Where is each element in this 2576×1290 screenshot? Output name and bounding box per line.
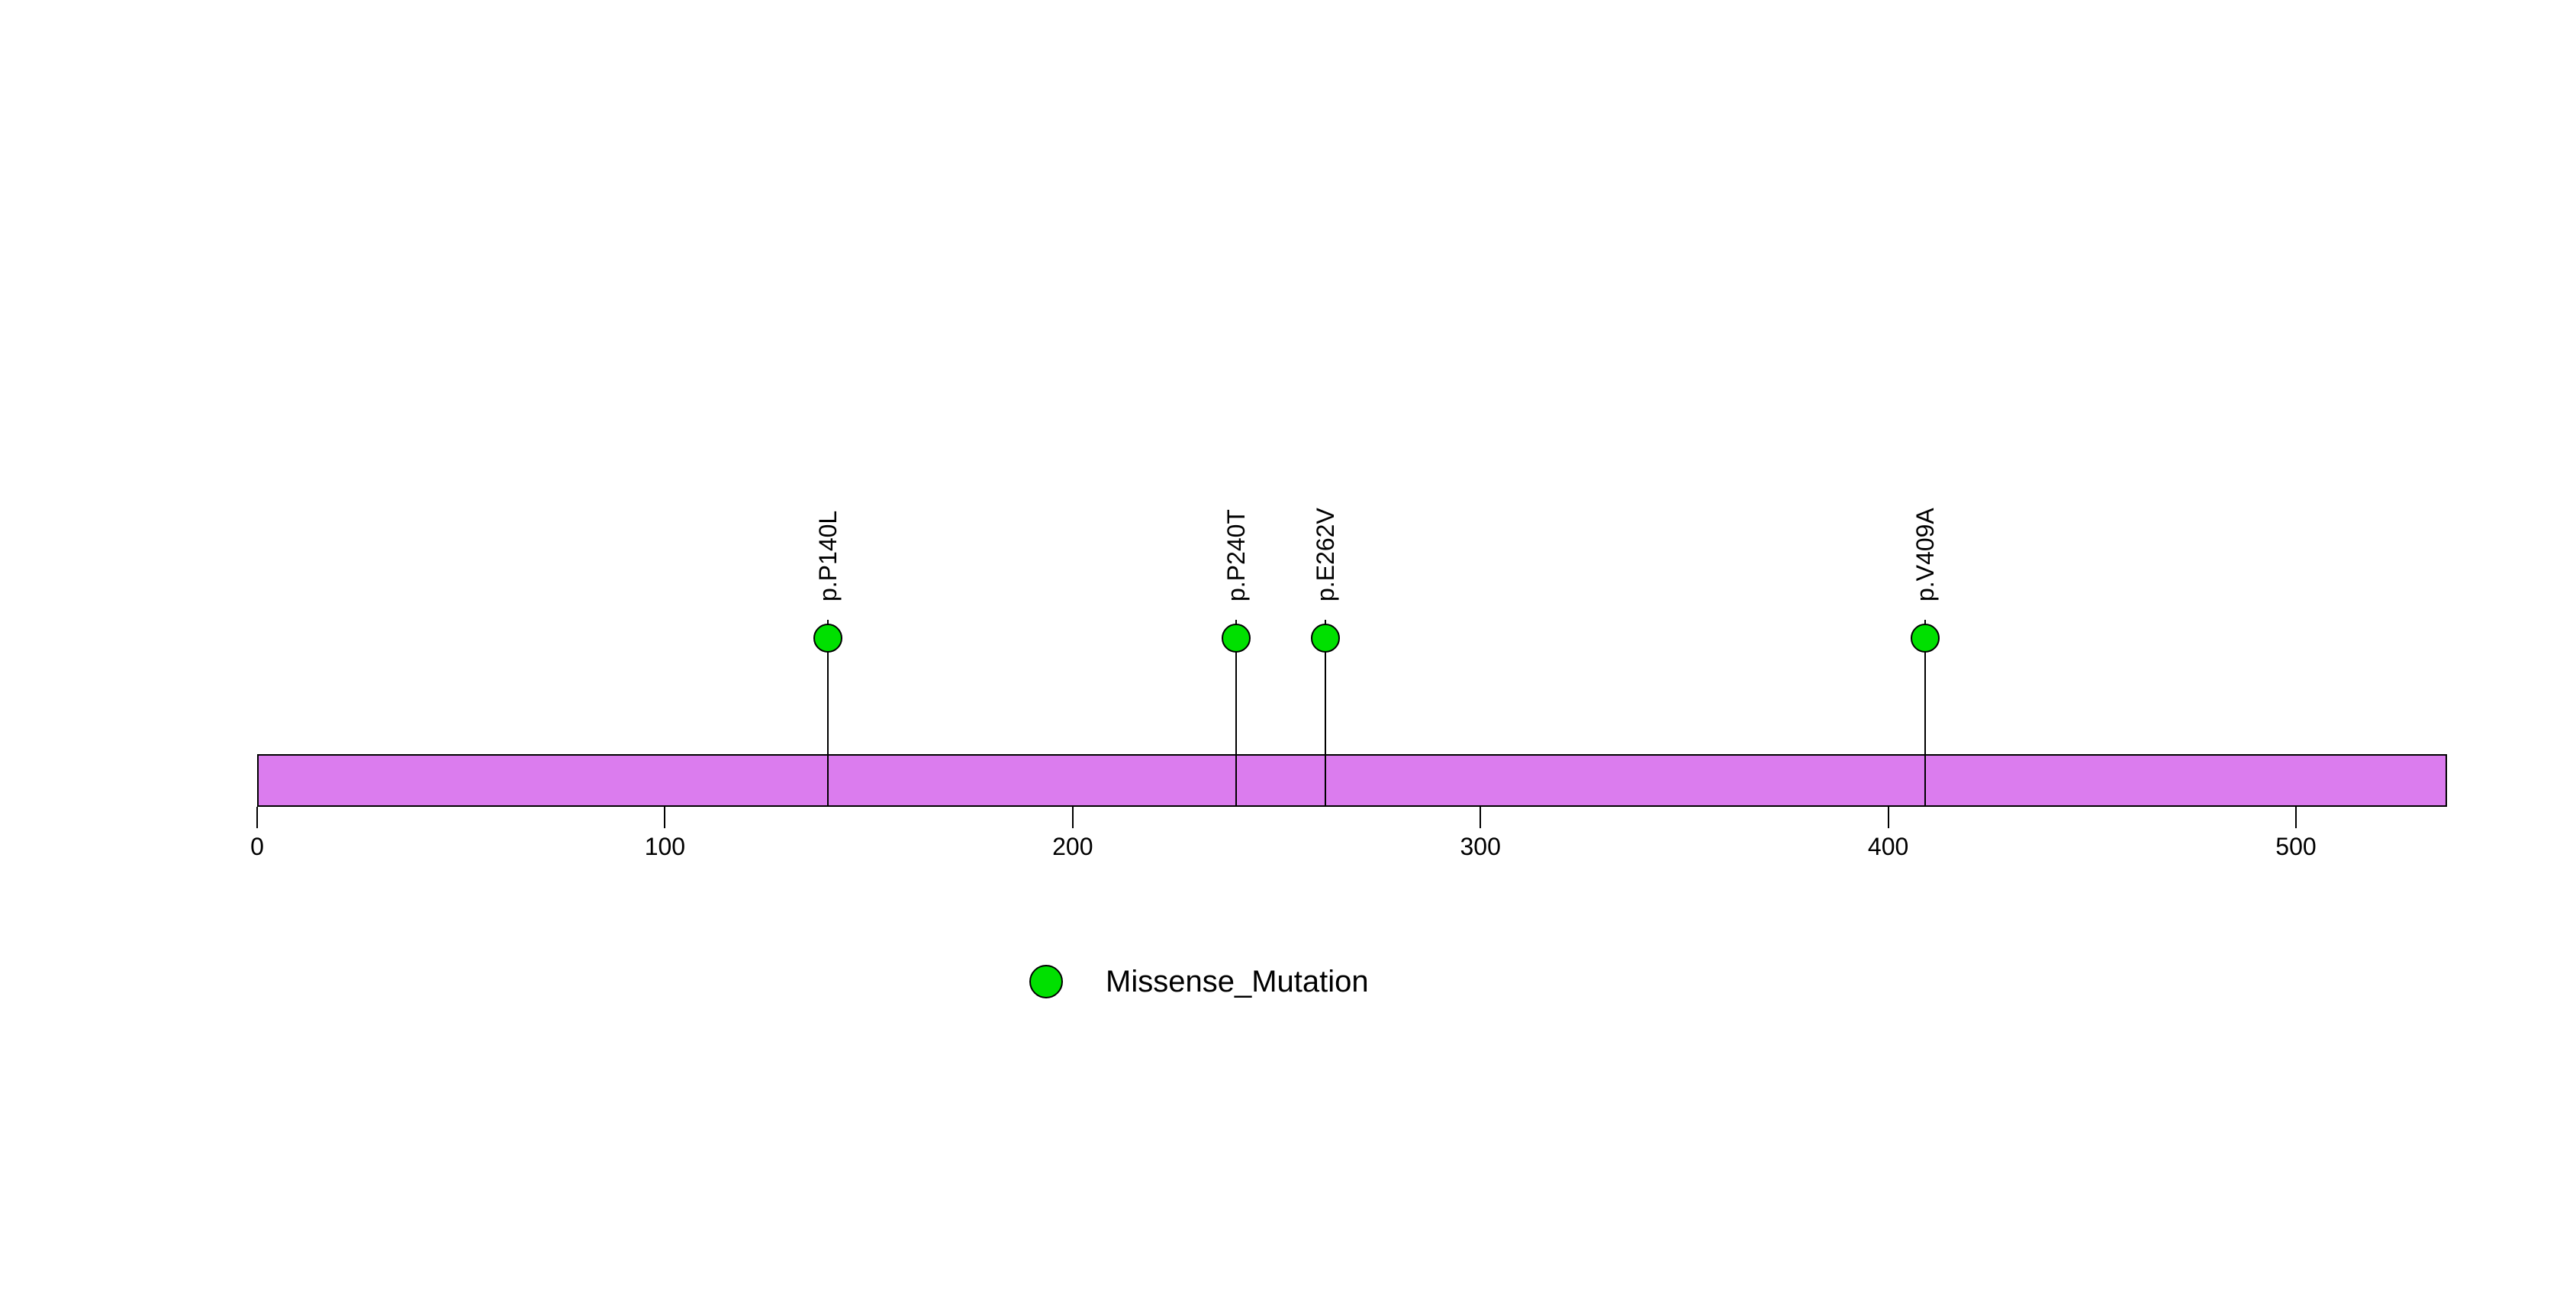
lollipop-head (813, 624, 843, 653)
axis-tick-line (256, 807, 258, 828)
mutation-label: p.P140L (814, 510, 842, 601)
axis-tick-label: 200 (1052, 833, 1093, 860)
axis-tick-line (1071, 807, 1074, 828)
legend: Missense_Mutation (1029, 965, 1369, 998)
legend-missense-label: Missense_Mutation (1106, 965, 1369, 998)
axis-tick-label: 300 (1460, 833, 1501, 860)
axis-tick-line (664, 807, 666, 828)
axis-tick-label: 500 (2275, 833, 2317, 860)
lollipop-stem (1235, 620, 1237, 807)
lollipop-head (1910, 624, 1940, 653)
lollipop-stem (1325, 620, 1327, 807)
legend-missense-circle-icon (1029, 965, 1063, 998)
mutation-label: p.P240T (1222, 509, 1250, 601)
axis-tick-label: 0 (250, 833, 264, 860)
lollipop-head (1221, 624, 1251, 653)
axis-tick-label: 400 (1867, 833, 1909, 860)
mutation-label: p.E262V (1312, 508, 1340, 601)
axis-tick-line (1887, 807, 1889, 828)
lollipop-stem (827, 620, 829, 807)
axis-tick-line (1480, 807, 1482, 828)
protein-backbone (257, 754, 2447, 807)
mutation-label: p.V409A (1911, 508, 1939, 601)
lollipop-head (1311, 624, 1341, 653)
axis-tick-label: 100 (644, 833, 686, 860)
lollipop-stem (1924, 620, 1926, 807)
axis-tick-line (2295, 807, 2297, 828)
